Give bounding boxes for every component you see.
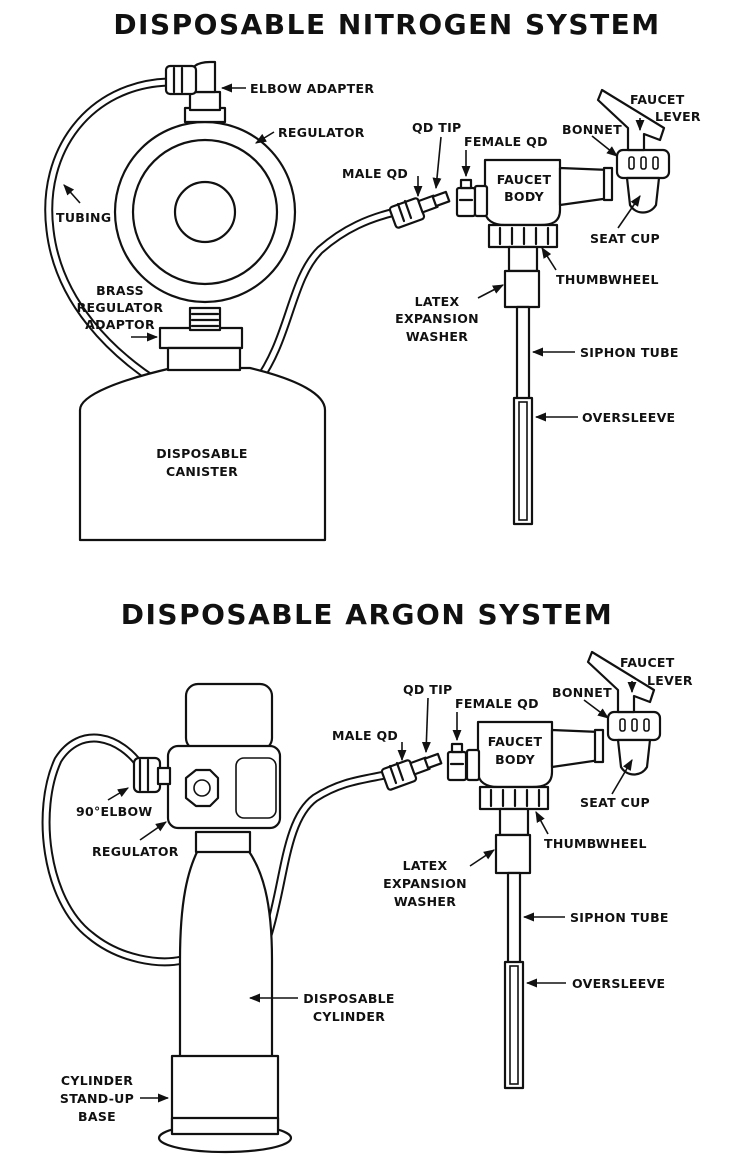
label-faucet-body-1: FAUCET — [488, 734, 543, 749]
argon-faucet-inlet — [465, 748, 481, 782]
label-faucet-lever-2: LEVER — [647, 673, 693, 688]
nitrogen-canister — [78, 366, 327, 542]
label-bonnet: BONNET — [562, 122, 622, 137]
nitrogen-faucet-inlet — [473, 184, 489, 218]
label-brass-1: BRASS — [96, 283, 144, 298]
label-bonnet: BONNET — [552, 685, 612, 700]
label-seat-cup: SEAT CUP — [590, 231, 660, 246]
label-cylinder-1: DISPOSABLE — [303, 991, 395, 1006]
argon-stem — [498, 807, 530, 837]
label-faucet-lever-1: FAUCET — [620, 655, 675, 670]
label-regulator: REGULATOR — [278, 125, 365, 140]
argon-cylinder-neck — [194, 830, 252, 854]
nitrogen-stem — [507, 245, 539, 273]
nitrogen-latex-washer — [503, 269, 541, 309]
nitrogen-system: DISPOSABLE NITROGEN SYSTEM — [44, 8, 701, 542]
argon-faucet-lever — [586, 650, 656, 714]
argon-elbow-nut — [156, 766, 172, 786]
nitrogen-elbow-nut — [188, 90, 222, 112]
label-oversleeve: OVERSLEEVE — [572, 976, 665, 991]
label-faucet-lever-2: LEVER — [655, 109, 701, 124]
label-base-1: CYLINDER — [61, 1073, 133, 1088]
nitrogen-faucet-lever — [596, 88, 666, 152]
label-base-2: STAND-UP — [60, 1091, 134, 1106]
label-base-3: BASE — [78, 1109, 116, 1124]
label-faucet-body-1: FAUCET — [497, 172, 552, 187]
nitrogen-title: DISPOSABLE NITROGEN SYSTEM — [113, 8, 660, 41]
label-latex-3: WASHER — [406, 329, 468, 344]
argon-seat-cup — [616, 738, 652, 776]
label-brass-3: ADAPTOR — [85, 317, 155, 332]
label-tubing: TUBING — [56, 210, 111, 225]
argon-system: DISPOSABLE ARGON SYSTEM — [41, 598, 693, 1154]
label-brass-2: REGULATOR — [77, 300, 164, 315]
argon-regulator-cap — [184, 682, 274, 752]
label-female-qd: FEMALE QD — [455, 696, 539, 711]
label-qd-tip: QD TIP — [412, 120, 462, 135]
nitrogen-gas-hose — [250, 207, 400, 390]
label-siphon-tube: SIPHON TUBE — [580, 345, 679, 360]
label-male-qd: MALE QD — [332, 728, 398, 743]
label-latex-1: LATEX — [415, 294, 460, 309]
nitrogen-brass-adaptor-collar — [166, 346, 242, 372]
label-thumbwheel: THUMBWHEEL — [544, 836, 647, 851]
argon-tubing — [41, 733, 187, 967]
label-90-elbow: 90°ELBOW — [76, 804, 153, 819]
label-qd-tip: QD TIP — [403, 682, 453, 697]
label-elbow-adapter: ELBOW ADAPTER — [250, 81, 374, 96]
label-latex-2: EXPANSION — [395, 311, 479, 326]
nitrogen-faucet-spout — [558, 166, 612, 207]
nitrogen-faucet-washer — [602, 166, 614, 202]
label-latex-3: WASHER — [394, 894, 456, 909]
argon-male-qd — [380, 752, 443, 791]
label-female-qd: FEMALE QD — [464, 134, 548, 149]
argon-cylinder — [178, 848, 274, 1062]
label-siphon-tube: SIPHON TUBE — [570, 910, 669, 925]
argon-title: DISPOSABLE ARGON SYSTEM — [121, 598, 613, 631]
nitrogen-female-qd — [455, 178, 477, 218]
label-oversleeve: OVERSLEEVE — [582, 410, 675, 425]
argon-base-rim — [170, 1116, 280, 1136]
label-cylinder-2: CYLINDER — [313, 1009, 385, 1024]
label-latex-1: LATEX — [403, 858, 448, 873]
label-latex-2: EXPANSION — [383, 876, 467, 891]
argon-faucet-spout — [550, 728, 602, 769]
label-canister-1: DISPOSABLE — [156, 446, 248, 461]
label-faucet-body-2: BODY — [504, 189, 545, 204]
argon-female-qd — [446, 742, 468, 782]
label-male-qd: MALE QD — [342, 166, 408, 181]
label-faucet-lever-1: FAUCET — [630, 92, 685, 107]
label-regulator: REGULATOR — [92, 844, 179, 859]
label-seat-cup: SEAT CUP — [580, 795, 650, 810]
label-thumbwheel: THUMBWHEEL — [556, 272, 659, 287]
nitrogen-tubing — [44, 77, 175, 395]
argon-faucet-washer — [593, 728, 605, 764]
label-canister-2: CANISTER — [166, 464, 238, 479]
argon-latex-washer — [494, 833, 532, 875]
nitrogen-regulator-center — [173, 180, 237, 244]
label-faucet-body-2: BODY — [495, 752, 536, 767]
argon-gas-hose — [263, 770, 390, 940]
nitrogen-male-qd — [388, 190, 451, 229]
